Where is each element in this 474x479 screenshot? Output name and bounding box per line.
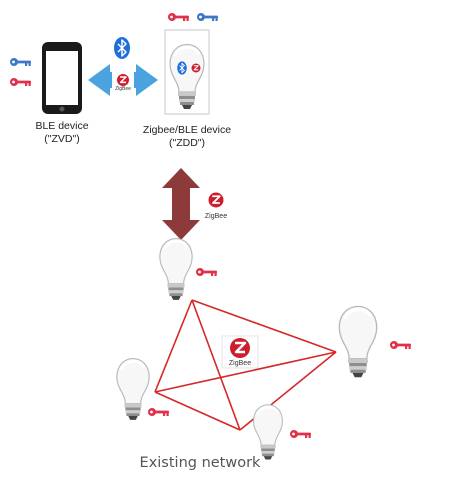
zigbee-logo-icon: ZigBee — [221, 335, 259, 369]
key-icon — [168, 13, 189, 21]
light-bulb-icon — [252, 403, 284, 461]
zigbee-logo-icon — [190, 62, 202, 74]
bluetooth-icon — [114, 37, 130, 59]
key-icon — [148, 408, 169, 416]
key-icon — [290, 430, 311, 438]
key-icon — [10, 78, 31, 86]
zdd-device-label: Zigbee/BLE device ("ZDD") — [137, 124, 237, 150]
zigbee-logo-icon: ZigBee — [112, 72, 134, 92]
zigbee-logo-icon: ZigBee — [205, 191, 227, 220]
zdd-device-name: Zigbee/BLE device — [142, 124, 232, 136]
key-icon — [10, 58, 31, 66]
ble-device-name: BLE device — [35, 120, 89, 132]
zigbee-logo-text: ZigBee — [205, 213, 227, 220]
smartphone-icon — [42, 42, 82, 114]
light-bulb-icon — [337, 304, 379, 379]
light-bulb-icon — [158, 237, 194, 302]
ble-device-label: BLE device ("ZVD") — [22, 120, 102, 146]
light-bulb-icon — [115, 357, 151, 422]
key-icon — [197, 13, 218, 21]
zigbee-logo-text: ZigBee — [229, 360, 251, 367]
key-icon — [390, 341, 411, 349]
ble-device-abbrev: ("ZVD") — [44, 133, 80, 145]
key-icon — [196, 268, 217, 276]
zigbee-link-arrow — [162, 168, 200, 240]
zigbee-logo-text: ZigBee — [115, 86, 131, 92]
zdd-device-abbrev: ("ZDD") — [168, 137, 206, 149]
network-caption: Existing network — [139, 455, 261, 471]
bluetooth-icon — [177, 61, 187, 75]
